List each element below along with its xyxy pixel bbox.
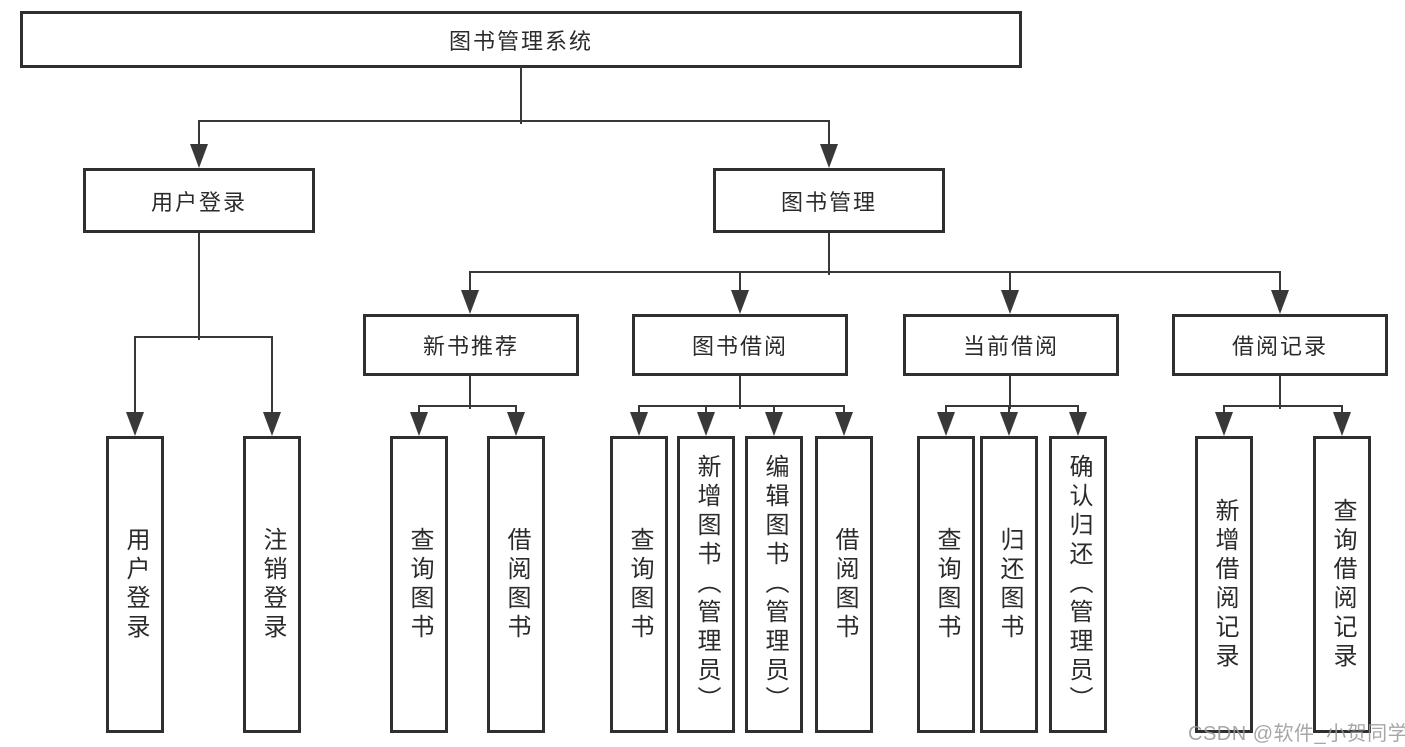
leaf-edit-book-admin: 编辑图书（管理员） xyxy=(745,436,803,733)
connector-vline xyxy=(134,336,136,414)
leaf-query-books-1: 查询图书 xyxy=(390,436,448,733)
connector-hline xyxy=(638,405,845,407)
arrowhead-down-icon xyxy=(126,412,144,436)
connector-vline xyxy=(945,405,947,414)
connector-vline xyxy=(469,376,471,409)
node-book-borrowing: 图书借阅 xyxy=(632,314,848,376)
connector-vline xyxy=(469,271,471,292)
connector-vline xyxy=(1279,271,1281,292)
arrowhead-down-icon xyxy=(1001,290,1019,314)
connector-vline xyxy=(1341,405,1343,414)
leaf-add-book-admin: 新增图书（管理员） xyxy=(677,436,735,733)
leaf-query-books-2: 查询图书 xyxy=(610,436,668,733)
connector-vline xyxy=(705,405,707,414)
arrowhead-down-icon xyxy=(697,412,715,436)
connector-vline xyxy=(843,405,845,414)
connector-vline xyxy=(1279,376,1281,409)
connector-hline xyxy=(945,405,1079,407)
arrowhead-down-icon xyxy=(835,412,853,436)
connector-vline xyxy=(828,120,830,146)
csdn-watermark: CSDN @软件_小贺同学 xyxy=(1188,723,1405,745)
arrowhead-down-icon xyxy=(630,412,648,436)
connector-vline xyxy=(198,120,200,146)
arrowhead-down-icon xyxy=(507,412,525,436)
leaf-return-book: 归还图书 xyxy=(980,436,1038,733)
leaf-query-books-3: 查询图书 xyxy=(917,436,975,733)
connector-hline xyxy=(134,336,273,338)
leaf-query-borrow-record: 查询借阅记录 xyxy=(1313,436,1371,733)
arrowhead-down-icon xyxy=(1333,412,1351,436)
connector-vline xyxy=(739,376,741,409)
arrowhead-down-icon xyxy=(1215,412,1233,436)
arrowhead-down-icon xyxy=(410,412,428,436)
connector-vline xyxy=(1008,405,1010,414)
connector-hline xyxy=(198,120,830,122)
leaf-confirm-return-admin: 确认归还（管理员） xyxy=(1049,436,1107,733)
arrowhead-down-icon xyxy=(461,290,479,314)
connector-vline xyxy=(828,233,830,275)
arrowhead-down-icon xyxy=(190,144,208,168)
connector-hline xyxy=(418,405,517,407)
leaf-borrow-books-2: 借阅图书 xyxy=(815,436,873,733)
arrowhead-down-icon xyxy=(1271,290,1289,314)
node-borrowing-records: 借阅记录 xyxy=(1172,314,1388,376)
connector-vline xyxy=(1223,405,1225,414)
arrowhead-down-icon xyxy=(1069,412,1087,436)
arrowhead-down-icon xyxy=(820,144,838,168)
arrowhead-down-icon xyxy=(937,412,955,436)
connector-vline xyxy=(638,405,640,414)
leaf-logout: 注销登录 xyxy=(243,436,301,733)
connector-vline xyxy=(271,336,273,414)
node-book-management: 图书管理 xyxy=(713,168,945,233)
connector-hline xyxy=(1223,405,1343,407)
node-current-borrowing: 当前借阅 xyxy=(903,314,1119,376)
connector-vline xyxy=(739,271,741,292)
arrowhead-down-icon xyxy=(731,290,749,314)
leaf-add-borrow-record: 新增借阅记录 xyxy=(1195,436,1253,733)
node-library-system: 图书管理系统 xyxy=(20,11,1022,68)
node-user-login: 用户登录 xyxy=(83,168,315,233)
arrowhead-down-icon xyxy=(1000,412,1018,436)
arrowhead-down-icon xyxy=(263,412,281,436)
connector-vline xyxy=(515,405,517,414)
leaf-borrow-books-1: 借阅图书 xyxy=(487,436,545,733)
leaf-user-login: 用户登录 xyxy=(106,436,164,733)
arrowhead-down-icon xyxy=(765,412,783,436)
connector-vline xyxy=(520,67,522,124)
connector-hline xyxy=(469,271,1281,273)
connector-vline xyxy=(418,405,420,414)
connector-vline xyxy=(198,233,200,340)
connector-vline xyxy=(773,405,775,414)
node-new-book-recommend: 新书推荐 xyxy=(363,314,579,376)
connector-vline xyxy=(1009,376,1011,409)
connector-vline xyxy=(1009,271,1011,292)
connector-vline xyxy=(1077,405,1079,414)
